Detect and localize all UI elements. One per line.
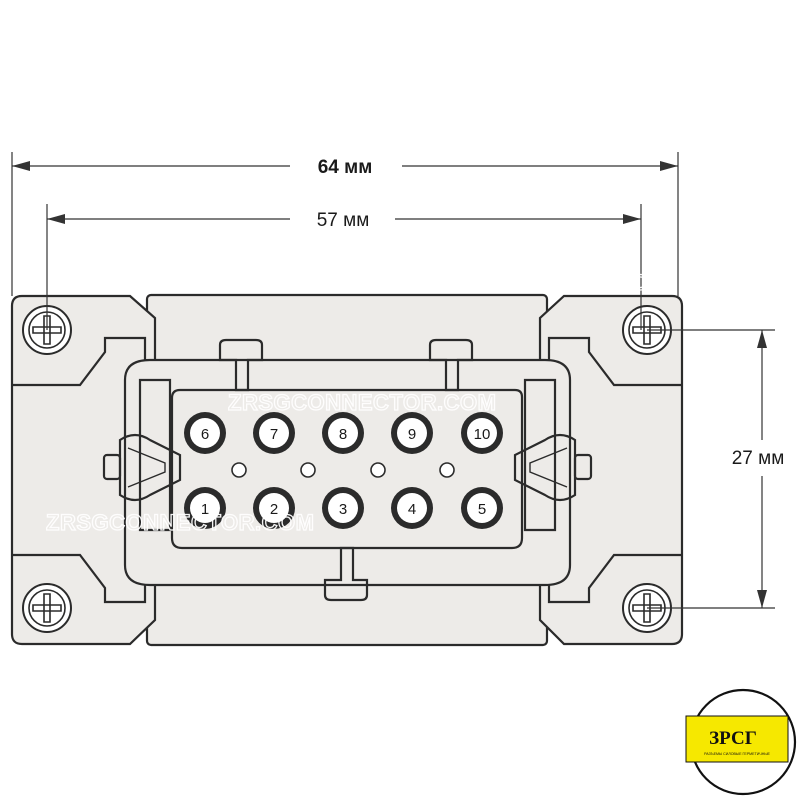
pin-label: 2 xyxy=(270,501,278,518)
pin-2: 2 xyxy=(253,487,295,529)
pin-7: 7 xyxy=(253,412,295,454)
pin-label: 4 xyxy=(408,501,416,518)
pin-label: 6 xyxy=(201,426,209,443)
pin-1: 1 xyxy=(184,487,226,529)
coding-hole xyxy=(300,462,316,478)
watermark-text: ZRSGCONNECTOR.COM xyxy=(46,510,314,535)
pin-10: 10 xyxy=(461,412,503,454)
pin-label: 1 xyxy=(201,501,209,518)
pin-contacts: 6 7 8 9 10 1 2 3 xyxy=(184,412,503,529)
pin-label: 5 xyxy=(478,501,486,518)
pin-8: 8 xyxy=(322,412,364,454)
pin-label: 10 xyxy=(474,426,491,443)
logo-text: ЗРСГ xyxy=(709,728,757,749)
dimension-label-pitch: 57 мм xyxy=(317,210,370,231)
pin-label: 7 xyxy=(270,426,278,443)
screw-icon xyxy=(22,583,72,633)
dimension-label-width: 64 мм xyxy=(318,157,373,178)
watermark-text: ZRSGCONNECTOR.COM xyxy=(400,270,668,295)
pin-label: 9 xyxy=(408,426,416,443)
pin-5: 5 xyxy=(461,487,503,529)
pin-4: 4 xyxy=(391,487,433,529)
coding-hole xyxy=(439,462,455,478)
dimension-57: 57 мм xyxy=(46,204,642,330)
coding-hole xyxy=(231,462,247,478)
coding-hole xyxy=(370,462,386,478)
logo-subtext: РАЗЪЕМЫ СИЛОВЫЕ ГЕРМЕТИЧНЫЕ xyxy=(704,752,770,756)
watermark-text: ZRSGCONNECTOR.COM xyxy=(228,390,496,415)
connector-body xyxy=(10,293,684,647)
pin-label: 3 xyxy=(339,501,347,518)
dimension-64: 64 мм xyxy=(11,152,679,296)
pin-label: 8 xyxy=(339,426,347,443)
pin-6: 6 xyxy=(184,412,226,454)
dimension-label-height: 27 мм xyxy=(732,448,785,469)
pin-9: 9 xyxy=(391,412,433,454)
pin-3: 3 xyxy=(322,487,364,529)
brand-logo: ЗРСГ РАЗЪЕМЫ СИЛОВЫЕ ГЕРМЕТИЧНЫЕ xyxy=(685,688,797,796)
dimension-27: 27 мм xyxy=(647,329,785,609)
